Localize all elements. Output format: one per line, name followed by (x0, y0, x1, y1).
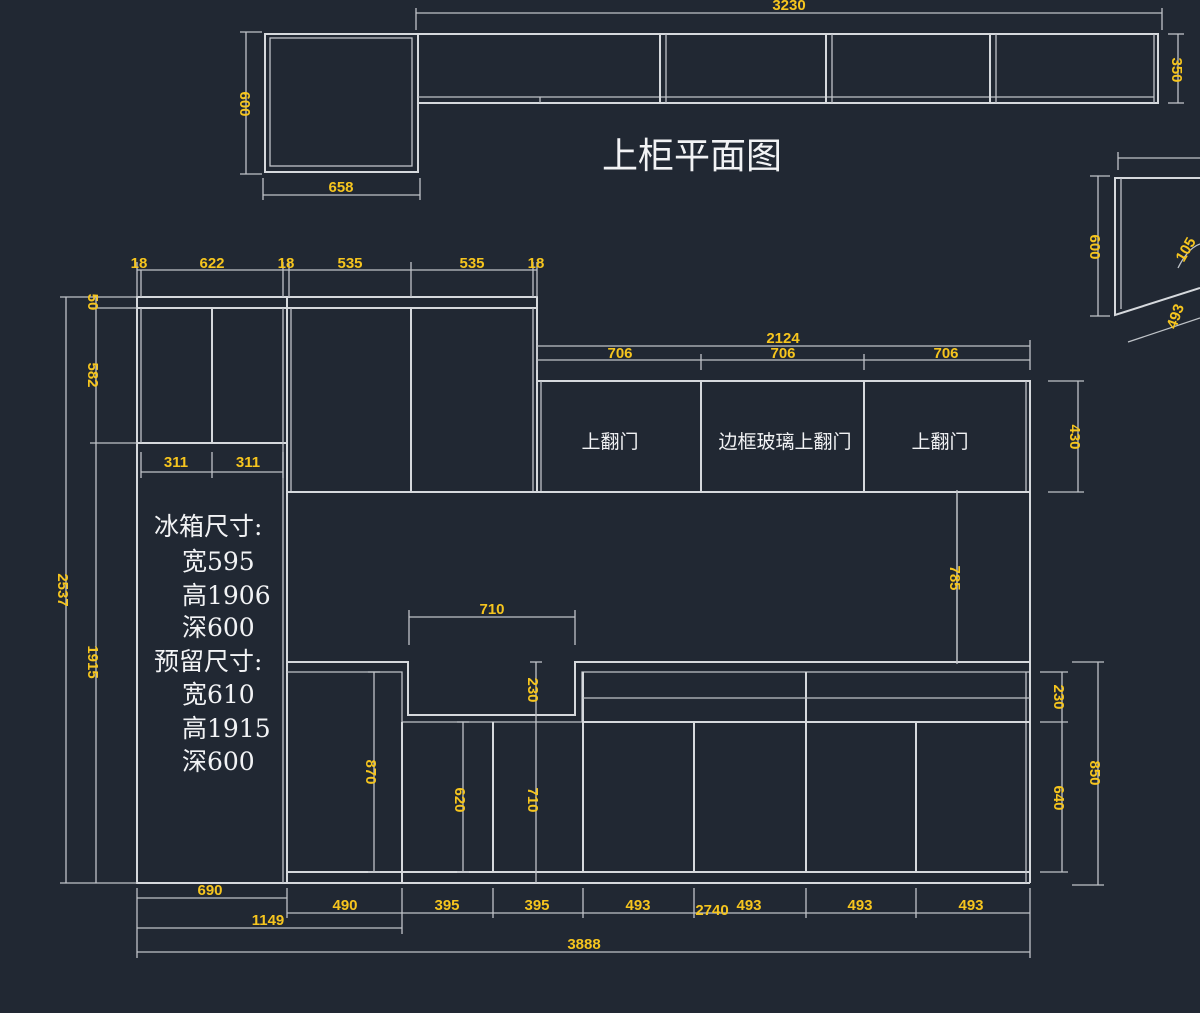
dim-top-622: 622 (199, 255, 224, 272)
drawing-title: 上柜平面图 (602, 136, 782, 177)
dim-left-lower: 1915 (84, 645, 101, 678)
door-label-3: 上翻门 (911, 431, 968, 453)
dim-lower-710: 710 (524, 787, 541, 812)
dim-bottom-1149: 1149 (252, 912, 285, 929)
dim-upper-w2: 706 (770, 345, 795, 362)
dim-top-18-c: 18 (528, 255, 545, 272)
fridge-column (136, 296, 288, 884)
fridge-note-line-7: 高1915 (182, 714, 271, 743)
dim-top-18-a: 18 (131, 255, 148, 272)
dim-bottom-493-b: 493 (736, 897, 761, 914)
dim-bottom-493-c: 493 (847, 897, 872, 914)
dim-bottom-395-b: 395 (524, 897, 549, 914)
dim-upper-w1: 706 (607, 345, 632, 362)
dim-niche-width: 710 (479, 601, 504, 618)
dim-left-top: 50 (84, 294, 101, 311)
fridge-note-line-4: 深600 (182, 613, 255, 642)
dim-lower-620: 620 (451, 787, 468, 812)
dim-top-535-a: 535 (337, 255, 362, 272)
dim-plan-left-width: 658 (328, 179, 353, 196)
fridge-note-line-2: 宽595 (182, 547, 255, 576)
dim-corner-angle: 105 (1172, 235, 1199, 265)
dim-niche-height: 230 (524, 677, 541, 702)
dim-left-total: 2537 (54, 573, 71, 606)
dim-inner-311-b: 311 (236, 454, 260, 471)
dim-bottom-2740: 2740 (695, 902, 728, 919)
dim-bottom-total: 3888 (567, 936, 600, 953)
fridge-note-line-6: 宽610 (182, 680, 255, 709)
dim-right-total: 850 (1086, 760, 1103, 785)
dim-bottom-493-a: 493 (625, 897, 650, 914)
dim-upper-total: 2124 (766, 330, 800, 347)
upper-cabinet-plan: 3230 350 600 658 上柜平面图 (236, 0, 1185, 200)
fridge-notes: 冰箱尺寸: 宽595 高1906 深600 预留尺寸: 宽610 高1915 深… (154, 512, 271, 776)
dim-bottom-490: 490 (332, 897, 357, 914)
fridge-note-line-5: 预留尺寸: (154, 647, 262, 676)
dim-right-top: 230 (1050, 684, 1067, 709)
dim-plan-left-depth: 600 (236, 91, 253, 116)
dim-fridge-width: 690 (197, 882, 222, 899)
fridge-note-line-1: 冰箱尺寸: (154, 512, 262, 541)
fridge-note-line-8: 深600 (182, 747, 255, 776)
dim-gap-height: 785 (946, 565, 963, 590)
corner-plan: 600 105 493 (1086, 152, 1200, 343)
dim-lower-870: 870 (362, 759, 379, 784)
dim-bottom-493-d: 493 (958, 897, 983, 914)
plan-left-box (264, 33, 419, 173)
dim-upper-w3: 706 (933, 345, 958, 362)
dim-corner-depth: 600 (1086, 234, 1103, 259)
dim-right-bottom: 640 (1050, 785, 1067, 810)
dim-bottom-395-a: 395 (434, 897, 459, 914)
dim-plan-right-depth: 350 (1168, 57, 1185, 82)
elevation-dimensions: 18 622 18 535 535 18 2537 50 582 1915 31… (54, 255, 1103, 953)
dim-top-18-b: 18 (278, 255, 295, 272)
front-elevation: 上翻门 边框玻璃上翻门 上翻门 (60, 262, 1104, 958)
door-label-2: 边框玻璃上翻门 (718, 431, 851, 453)
dim-inner-311-a: 311 (164, 454, 188, 471)
dim-top-535-b: 535 (459, 255, 484, 272)
dim-upper-height: 430 (1066, 424, 1083, 449)
fridge-note-line-3: 高1906 (182, 581, 271, 610)
door-label-1: 上翻门 (581, 431, 638, 453)
dim-plan-top-width: 3230 (772, 0, 805, 14)
dim-corner-width: 493 (1164, 302, 1189, 331)
dim-left-upper: 582 (84, 362, 101, 387)
